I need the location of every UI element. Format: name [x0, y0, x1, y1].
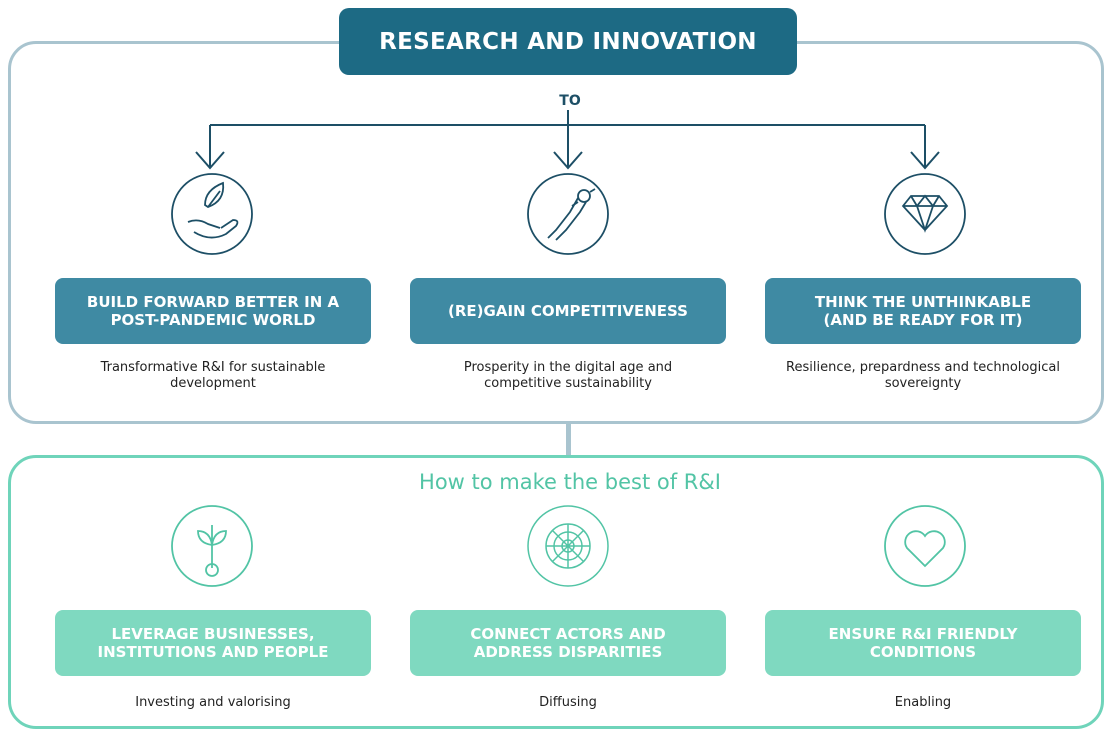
- how-panel: [8, 455, 1104, 729]
- how-section-title: How to make the best of R&I: [419, 470, 721, 494]
- how-box-leverage: LEVERAGE BUSINESSES, INSTITUTIONS AND PE…: [55, 610, 371, 676]
- how-description: Investing and valorising: [135, 695, 291, 710]
- main-title-banner: RESEARCH AND INNOVATION: [339, 8, 797, 75]
- goal-description: Resilience, prepardness and technologica…: [786, 360, 1060, 391]
- goal-box-competitiveness: (RE)GAIN COMPETITIVENESS: [410, 278, 726, 344]
- how-description: Diffusing: [539, 695, 597, 710]
- to-label: TO: [559, 93, 581, 109]
- goal-box-build-forward: BUILD FORWARD BETTER IN A POST-PANDEMIC …: [55, 278, 371, 344]
- goal-description: Prosperity in the digital age and compet…: [463, 360, 673, 391]
- goal-description: Transformative R&I for sustainable devel…: [100, 360, 326, 391]
- how-box-ensure: ENSURE R&I FRIENDLY CONDITIONS: [765, 610, 1081, 676]
- panel-connector: [566, 424, 571, 457]
- goal-box-think-unthinkable: THINK THE UNTHINKABLE (AND BE READY FOR …: [765, 278, 1081, 344]
- how-description: Enabling: [894, 695, 952, 710]
- how-box-connect: CONNECT ACTORS AND ADDRESS DISPARITIES: [410, 610, 726, 676]
